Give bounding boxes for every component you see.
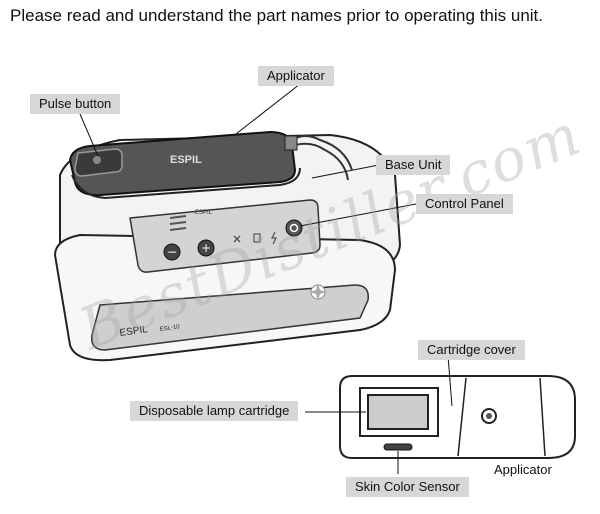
front-brand-text: ESPIL: [119, 324, 149, 339]
label-skin-color-sensor: Skin Color Sensor: [346, 477, 469, 497]
label-applicator: Applicator: [258, 66, 334, 86]
battery-icon: [253, 233, 261, 243]
minus-symbol: −: [167, 245, 177, 259]
plus-button[interactable]: +: [197, 239, 215, 257]
panel-brand: ESPIL: [195, 210, 213, 216]
pulse-button[interactable]: [74, 148, 123, 177]
close-icon: [233, 235, 241, 243]
power-button[interactable]: [285, 219, 303, 237]
label-base-unit: Base Unit: [376, 155, 451, 175]
minus-button[interactable]: −: [163, 243, 181, 261]
status-icons: [233, 231, 278, 245]
label-cartridge-cover: Cartridge cover: [418, 340, 525, 360]
applicator-top: ESPIL: [68, 130, 353, 200]
applicator-brand: ESPIL: [170, 154, 202, 166]
label-pulse-button: Pulse button: [30, 94, 121, 114]
front-model-text: ESL-10: [159, 324, 180, 333]
plus-symbol: +: [201, 241, 211, 255]
label-applicator-bottom: Applicator: [494, 462, 552, 477]
lightning-icon: [270, 231, 278, 245]
label-control-panel: Control Panel: [416, 194, 513, 214]
star-logo-icon: [309, 283, 327, 301]
applicator-bottom-view: [339, 375, 576, 459]
intro-text: Please read and understand the part name…: [10, 6, 544, 25]
label-disposable-lamp-cartridge: Disposable lamp cartridge: [130, 401, 299, 421]
